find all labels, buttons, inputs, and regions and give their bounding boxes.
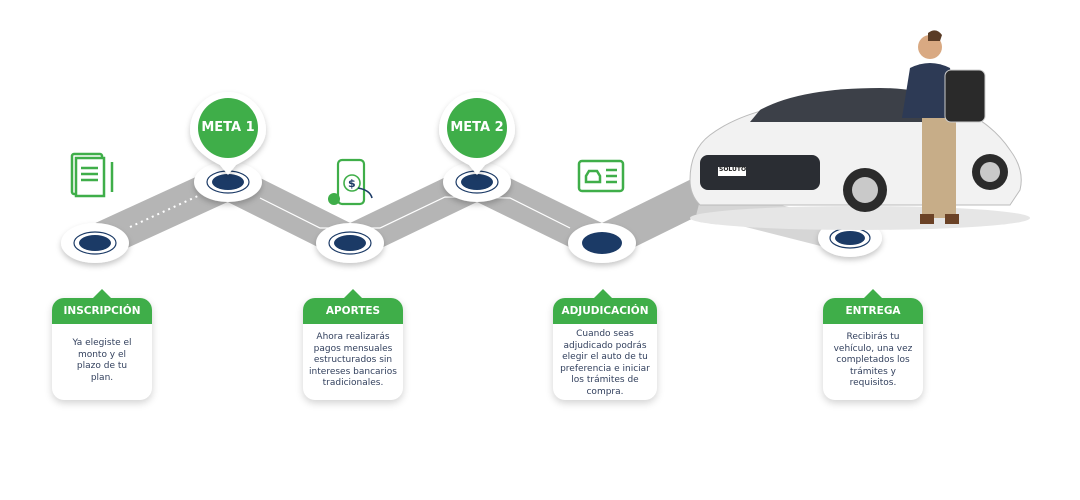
meta-1-label: META 1 <box>201 120 255 135</box>
contract-document-icon <box>70 152 114 198</box>
node-meta-2 <box>443 162 511 202</box>
step-title: INSCRIPCIÓN <box>52 289 152 324</box>
step-card-inscripcion: INSCRIPCIÓN Ya elegiste el monto y el pl… <box>52 289 152 400</box>
mobile-payment-icon: $ <box>328 158 373 206</box>
map-pin-meta-1 <box>190 92 266 175</box>
step-card-entrega: ENTREGA Recibirás tu vehículo, una vez c… <box>823 289 923 400</box>
step-title: ADJUDICACIÓN <box>553 289 657 324</box>
step-description: Ahora realizarás pagos mensuales estruct… <box>309 332 397 388</box>
node-aportes <box>316 223 384 263</box>
vehicle-id-card-icon <box>577 159 625 193</box>
step-description: Cuando seas adjudicado podrás elegir el … <box>560 329 650 397</box>
map-pin-meta-2 <box>439 92 515 175</box>
svg-text:$: $ <box>348 177 356 190</box>
node-inscripcion <box>61 223 129 263</box>
node-meta-1 <box>194 162 262 202</box>
step-description: Ya elegiste el monto y el plazo de tu pl… <box>72 338 132 383</box>
node-adjudicacion <box>568 223 636 263</box>
car-model-badge: SOLUTO <box>719 166 747 173</box>
step-title: APORTES <box>303 289 403 324</box>
step-card-adjudicacion: ADJUDICACIÓN Cuando seas adjudicado podr… <box>553 289 657 400</box>
step-card-aportes: APORTES Ahora realizarás pagos mensuales… <box>303 289 403 400</box>
meta-2-label: META 2 <box>450 120 504 135</box>
salesman-image <box>902 30 986 224</box>
step-title: ENTREGA <box>823 289 923 324</box>
step-description: Recibirás tu vehículo, una vez completad… <box>833 332 913 388</box>
